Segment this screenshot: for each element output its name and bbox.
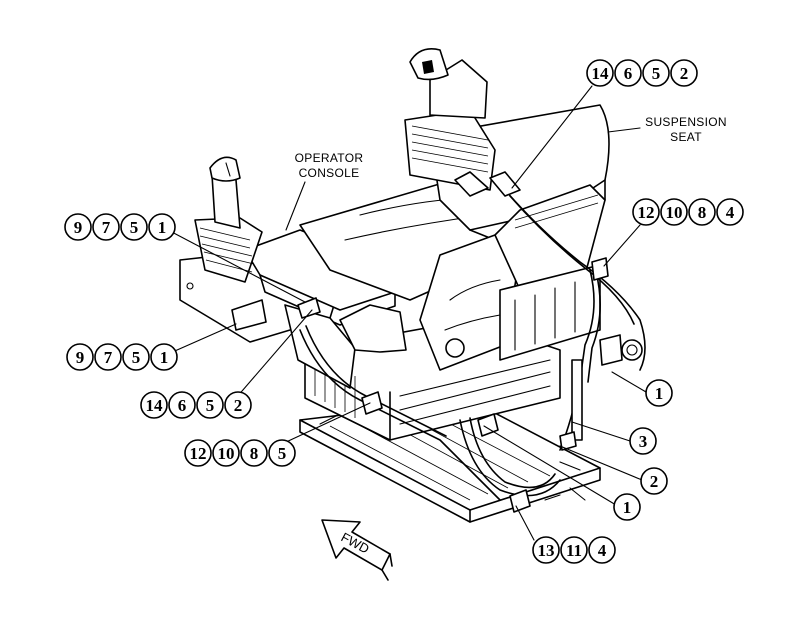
callout-bubble: [66, 343, 94, 371]
callout-bubble: [168, 391, 196, 419]
suspension-seat-label: SUSPENSION SEAT: [607, 115, 727, 144]
callout-bubble: [613, 493, 641, 521]
callout-bubble: [614, 59, 642, 87]
callout-number: 13: [538, 541, 555, 560]
callout-number: 5: [206, 396, 215, 415]
callout-bubble: [645, 379, 673, 407]
callout-number: 1: [160, 348, 169, 367]
callout-bubble: [560, 536, 588, 564]
callout-number: 8: [250, 444, 259, 463]
callout-number: 2: [650, 472, 659, 491]
callout-bubble: [140, 391, 168, 419]
callout-number: 1: [158, 218, 167, 237]
operator-console-label-line2: CONSOLE: [299, 166, 360, 180]
callout-bubble: [586, 59, 614, 87]
callout-number: 14: [592, 64, 610, 83]
callout-number: 5: [132, 348, 141, 367]
callout-13-11-4: 13 11 4: [532, 536, 616, 564]
callout-bubble: [94, 343, 122, 371]
callout-9-7-5-1-upper: 9 7 5 1: [64, 213, 176, 241]
callout-12-10-8-4: 12 10 8 4: [632, 198, 744, 226]
callout-number: 10: [218, 444, 235, 463]
callout-number: 2: [234, 396, 243, 415]
callout-bubble: [588, 536, 616, 564]
callout-number: 4: [598, 541, 607, 560]
callout-number: 7: [104, 348, 113, 367]
callout-bubble: [224, 391, 252, 419]
callout-3: 3: [629, 427, 657, 455]
callout-number: 5: [278, 444, 287, 463]
callout-number: 9: [76, 348, 85, 367]
callout-number: 3: [639, 432, 648, 451]
callout-bubble: [642, 59, 670, 87]
callout-number: 1: [623, 498, 632, 517]
clamps: [231, 171, 609, 513]
callout-number: 6: [624, 64, 633, 83]
callout-bubble: [92, 213, 120, 241]
callout-number: 4: [726, 203, 735, 222]
callout-bubble: [640, 467, 668, 495]
forward-arrow: FWD: [321, 519, 393, 581]
callout-number: 5: [130, 218, 139, 237]
callout-number: 6: [178, 396, 187, 415]
callout-bubble: [212, 439, 240, 467]
callout-number: 12: [638, 203, 655, 222]
callout-1-lower: 1: [613, 493, 641, 521]
callout-12-10-8-5: 12 10 8 5: [184, 439, 296, 467]
wiring-harness: [299, 189, 646, 501]
callout-bubble: [660, 198, 688, 226]
callout-1-right: 1: [645, 379, 673, 407]
callout-number: 11: [566, 541, 582, 560]
callout-bubble: [184, 439, 212, 467]
callout-14-6-5-2-top: 14 6 5 2: [586, 59, 698, 87]
callout-bubble: [688, 198, 716, 226]
callout-bubble: [122, 343, 150, 371]
suspension-seat-label-line2: SEAT: [670, 130, 702, 144]
callout-number: 10: [666, 203, 683, 222]
leader-lines: [167, 85, 647, 541]
callout-number: 14: [146, 396, 164, 415]
callout-9-7-5-1-lower: 9 7 5 1: [66, 343, 178, 371]
suspension-seat: [299, 48, 610, 371]
operator-console-label-line1: OPERATOR: [295, 151, 364, 165]
callout-bubble: [268, 439, 296, 467]
callout-number: 5: [652, 64, 661, 83]
callout-number: 12: [190, 444, 207, 463]
callout-bubble: [150, 343, 178, 371]
callout-number: 7: [102, 218, 111, 237]
callout-bubble: [240, 439, 268, 467]
callout-bubble: [148, 213, 176, 241]
callout-14-6-5-2-mid: 14 6 5 2: [140, 391, 252, 419]
callout-number: 2: [680, 64, 689, 83]
callout-bubble: [532, 536, 560, 564]
operator-console-label: OPERATOR CONSOLE: [285, 151, 364, 231]
callout-number: 8: [698, 203, 707, 222]
callout-bubble: [64, 213, 92, 241]
callout-number: 1: [655, 384, 664, 403]
callout-bubble: [196, 391, 224, 419]
callout-bubble: [670, 59, 698, 87]
callout-bubble: [120, 213, 148, 241]
callout-bubble: [716, 198, 744, 226]
suspension-seat-label-line1: SUSPENSION: [645, 115, 727, 129]
operator-console: [179, 156, 407, 389]
callout-bubble: [629, 427, 657, 455]
callout-number: 9: [74, 218, 83, 237]
callout-bubble: [632, 198, 660, 226]
callout-2: 2: [640, 467, 668, 495]
